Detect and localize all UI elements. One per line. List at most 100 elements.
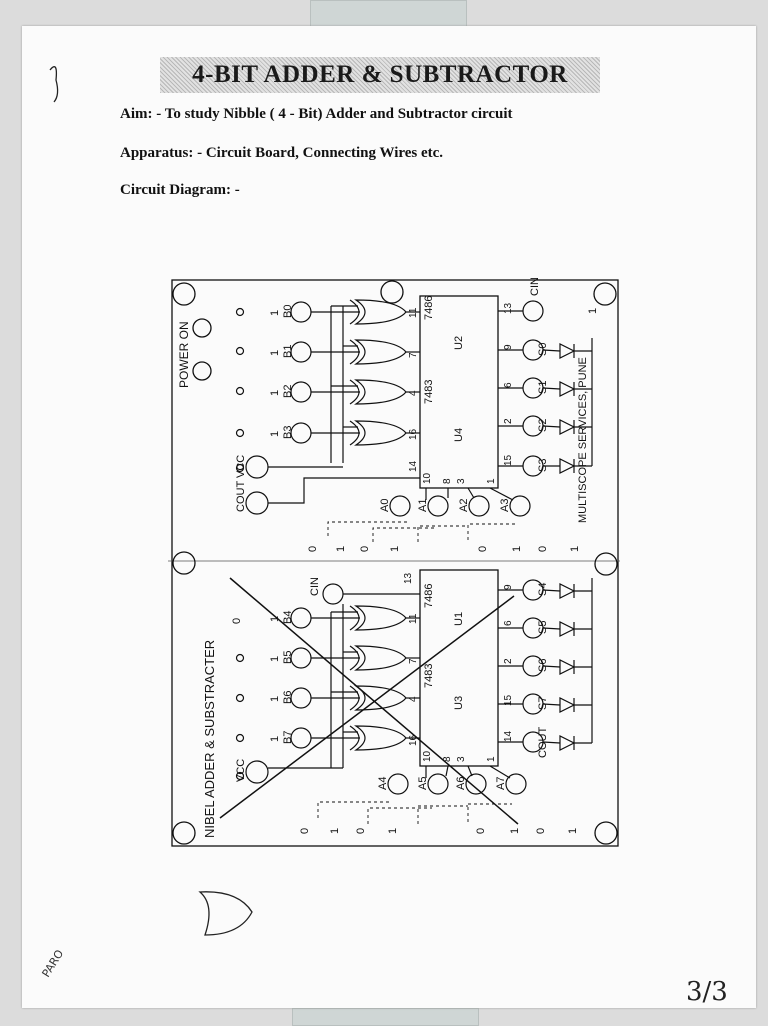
label-cout-upper: COUT [235,481,247,512]
svg-text:0: 0 [477,546,489,552]
upper-adder-unit: U4 [453,428,465,442]
socket-a1 [427,495,449,517]
label-a2: A2 [458,499,470,512]
mounting-hole [594,821,618,845]
label-s4: S4 [537,583,549,596]
svg-text:1: 1 [269,736,281,742]
label-b5: B5 [282,651,294,664]
socket-a6 [465,773,487,795]
svg-text:1: 1 [387,828,399,834]
power-on-label: POWER ON [177,321,191,388]
svg-text:11: 11 [408,307,419,318]
svg-text:14: 14 [503,730,514,742]
label-cout-lower: COUT [537,727,549,758]
lower-xor-unit: U1 [453,612,465,626]
lower-adder-unit: U3 [453,696,465,710]
svg-text:6: 6 [503,382,514,388]
page-mark: 3/3 [686,977,728,1007]
label-b2: B2 [282,385,294,398]
svg-text:14: 14 [408,460,419,472]
mounting-hole [172,282,196,306]
board-outline [171,279,619,847]
socket-a7 [505,773,527,795]
label-s3: S3 [537,459,549,472]
socket-a0 [389,495,411,517]
svg-text:10: 10 [422,472,433,484]
svg-text:3: 3 [456,756,467,762]
svg-text:6: 6 [503,620,514,626]
svg-text:2: 2 [503,418,514,424]
socket-a4 [387,773,409,795]
socket-a5 [427,773,449,795]
label-a5: A5 [417,777,429,790]
svg-text:4: 4 [408,390,419,396]
label-a7: A7 [495,777,507,790]
svg-text:7: 7 [408,658,419,664]
socket-vcc-lower [245,760,269,784]
svg-text:1: 1 [567,828,579,834]
svg-text:3: 3 [456,478,467,484]
socket-a2 [468,495,490,517]
svg-text:9: 9 [503,344,514,350]
svg-text:13: 13 [503,302,514,314]
mounting-hole [593,282,617,306]
label-b1: B1 [282,345,294,358]
label-s5: S5 [537,621,549,634]
label-s0: S0 [537,343,549,356]
circuit-diagram: POWER ON MULTISCOPE SERVICES, PUNE B0 B1… [168,278,620,847]
svg-text:1: 1 [335,546,347,552]
mounting-hole [172,821,196,845]
margin-note: PARO [40,947,67,979]
svg-text:0: 0 [307,546,319,552]
svg-text:0: 0 [299,828,311,834]
mounting-hole [594,552,618,576]
margin-pen-mark [49,66,59,103]
svg-text:1: 1 [587,308,599,314]
mounting-hole [172,551,196,575]
hand-drawn-gate-sketch [198,891,253,936]
label-vcc-upper: VCC [235,455,247,478]
upper-xor-unit: U2 [453,336,465,350]
label-s1: S1 [537,381,549,394]
svg-text:1: 1 [269,431,281,437]
svg-text:16: 16 [408,734,419,746]
lower-xor-chip: 7486 [423,584,435,608]
label-s2: S2 [537,419,549,432]
xor-gates [349,299,407,446]
label-a1: A1 [417,499,429,512]
upper-xor-chip: 7486 [423,296,435,320]
svg-text:13: 13 [403,572,414,584]
document-page [22,26,756,1008]
strike-line [219,595,515,819]
svg-text:1: 1 [269,616,281,622]
circuit-diagram-label: Circuit Diagram: - [120,182,240,198]
svg-text:1: 1 [569,546,581,552]
board-title: NIBEL ADDER & SUBSTRACTER [202,640,217,838]
svg-text:1: 1 [269,656,281,662]
document-title: 4-BIT ADDER & SUBTRACTOR [160,57,600,93]
svg-text:0: 0 [359,546,371,552]
power-led [192,318,212,338]
label-b6: B6 [282,691,294,704]
svg-text:8: 8 [442,756,453,762]
svg-text:1: 1 [511,546,523,552]
svg-text:8: 8 [442,478,453,484]
socket-a3 [509,495,531,517]
label-a6: A6 [455,777,467,790]
label-b0: B0 [282,305,294,318]
svg-text:4: 4 [408,696,419,702]
svg-text:7: 7 [408,352,419,358]
label-s6: S6 [537,659,549,672]
led-array-upper [542,338,593,474]
svg-text:10: 10 [422,750,433,762]
svg-text:0: 0 [535,828,547,834]
label-a0: A0 [379,499,391,512]
svg-text:1: 1 [486,478,497,484]
label-b3: B3 [282,426,294,439]
svg-text:1: 1 [329,828,341,834]
maker-label: MULTISCOPE SERVICES, PUNE [577,357,589,523]
svg-text:1: 1 [269,310,281,316]
svg-text:9: 9 [503,584,514,590]
label-s7: S7 [537,697,549,710]
label-a3: A3 [499,499,511,512]
